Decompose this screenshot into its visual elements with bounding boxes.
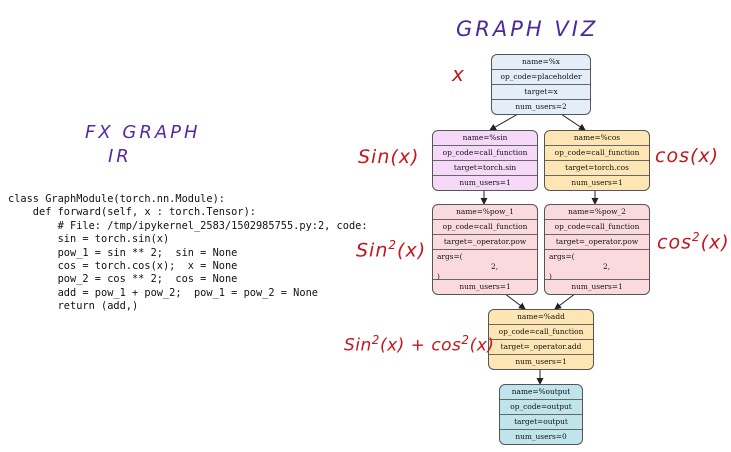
args-close: ) [549,272,552,281]
annotation-x: x [452,62,465,86]
args-value: 2, [491,262,499,271]
code-line: # File: /tmp/ipykernel_2583/1502985755.p… [8,219,368,232]
node-target: target=_operator.pow [545,234,649,249]
annotation-sum: Sin2(x) + cos2(x) [344,333,494,356]
annotation-exponent: 2 [691,230,701,244]
node-target: target=output [500,414,582,429]
args-open: args=( [437,252,463,261]
node-op-code: op_code=placeholder [492,69,590,84]
fx-graph-title: FX GRAPH [85,122,201,143]
node-pow-1: name=%pow_1 op_code=call_function target… [432,204,538,295]
node-target: target=_operator.add [489,339,593,354]
args-open: args=( [549,252,575,261]
node-num-users: num_users=1 [433,279,537,294]
node-args: args=( 2, ) [545,249,649,281]
node-sin: name=%sin op_code=call_function target=t… [432,130,538,191]
code-line: add = pow_1 + pow_2; pow_1 = pow_2 = Non… [8,286,318,299]
annotation-part: (x) + cos [379,335,462,356]
node-num-users: num_users=1 [489,354,593,369]
args-close: ) [437,272,440,281]
node-op-code: op_code=output [500,399,582,414]
node-target: target=torch.sin [433,160,537,175]
node-target: target=_operator.pow [433,234,537,249]
node-args: args=( 2, ) [433,249,537,281]
code-line: sin = torch.sin(x) [8,233,170,246]
node-op-code: op_code=call_function [545,145,649,160]
node-target: target=torch.cos [545,160,649,175]
annotation-part: Sin [356,239,389,262]
graph-viz-title: GRAPH VIZ [456,17,599,41]
annotation-exponent: 2 [388,238,398,252]
node-target: target=x [492,84,590,99]
node-name: name=%pow_2 [568,207,626,216]
node-name: name=%output [511,387,571,396]
annotation-exponent: 2 [461,333,470,347]
node-x: name=%x op_code=placeholder target=x num… [491,54,591,115]
ir-title: IR [108,146,132,167]
code-line: pow_2 = cos ** 2; cos = None [8,273,238,286]
node-name: name=%add [517,312,565,321]
node-name: name=%pow_1 [456,207,514,216]
annotation-part: Sin [344,335,372,356]
node-output: name=%output op_code=output target=outpu… [499,384,583,445]
annotation-sin-squared: Sin2(x) [356,238,426,261]
node-op-code: op_code=call_function [433,219,537,234]
fx-graph-code: class GraphModule(torch.nn.Module): def … [8,193,368,314]
node-op-code: op_code=call_function [489,324,593,339]
node-num-users: num_users=1 [545,279,649,294]
annotation-sin: Sin(x) [358,146,420,168]
node-name: name=%sin [462,133,508,142]
code-line: def forward(self, x : torch.Tensor): [8,206,256,219]
code-line: pow_1 = sin ** 2; sin = None [8,246,238,259]
annotation-part: (x) [700,231,730,254]
code-line: class GraphModule(torch.nn.Module): [8,193,225,205]
node-add: name=%add op_code=call_function target=_… [488,309,594,370]
code-line: cos = torch.cos(x); x = None [8,260,238,273]
node-op-code: op_code=call_function [433,145,537,160]
annotation-cos-squared: cos2(x) [657,230,730,253]
args-value: 2, [603,262,611,271]
code-line: return (add,) [8,300,139,313]
node-op-code: op_code=call_function [545,219,649,234]
node-num-users: num_users=1 [433,175,537,190]
node-num-users: num_users=1 [545,175,649,190]
node-name: name=%cos [573,133,621,142]
annotation-part: (x) [397,239,427,262]
annotation-part: cos [657,231,692,254]
annotation-cos: cos(x) [655,145,720,167]
node-num-users: num_users=0 [500,429,582,444]
annotation-part: (x) [469,335,495,356]
annotation-exponent: 2 [371,333,380,347]
node-cos: name=%cos op_code=call_function target=t… [544,130,650,191]
node-name: name=%x [522,57,560,66]
node-pow-2: name=%pow_2 op_code=call_function target… [544,204,650,295]
node-num-users: num_users=2 [492,99,590,114]
